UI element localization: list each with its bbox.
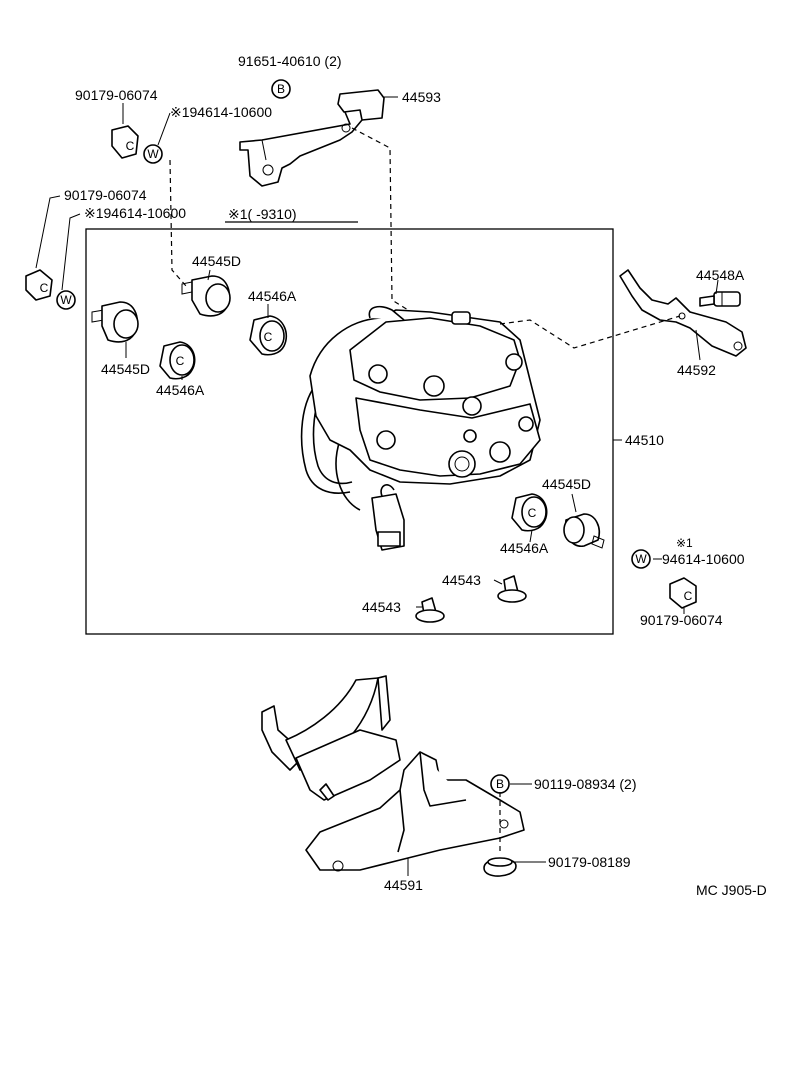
bolt-symbol-90119: B — [490, 774, 510, 794]
label-90179-06074-top: 90179-06074 — [75, 87, 158, 103]
bolt-symbol-91651: B — [271, 79, 291, 99]
label-44548A: 44548A — [696, 267, 745, 283]
bolt-44548A — [699, 291, 741, 307]
label-44510: 44510 — [625, 432, 664, 448]
stud-44543-upper — [497, 575, 527, 603]
nut-90179-top: C — [111, 125, 139, 159]
cushion-44546A-left: C — [159, 341, 196, 380]
mount-44545D-left — [91, 301, 139, 343]
bolt-letter: B — [277, 82, 285, 96]
nut-symbol: C — [684, 589, 693, 603]
label-44543-upper: 44543 — [442, 572, 481, 588]
label-44545D-upper: 44545D — [192, 253, 241, 269]
assembly-frame — [85, 228, 614, 635]
mount-44545D-right — [563, 513, 605, 549]
dashed-lines — [169, 127, 681, 852]
nut-symbol: C — [264, 330, 273, 344]
label-44546A-upper: 44546A — [248, 288, 297, 304]
label-44546A-right: 44546A — [500, 540, 549, 556]
label-194614-10600-top: ※194614-10600 — [170, 104, 272, 120]
actuator-44510 — [300, 305, 541, 551]
label-44543-lower: 44543 — [362, 599, 401, 615]
grommet-90179-08189 — [483, 857, 517, 877]
washer-94614-right: W — [631, 549, 651, 569]
bracket-44591 — [261, 675, 525, 872]
label-91651-40610: 91651-40610 (2) — [238, 53, 342, 69]
label-44593: 44593 — [402, 89, 441, 105]
label-194614-10600-left: ※194614-10600 — [84, 205, 186, 221]
nut-symbol: C — [176, 354, 185, 368]
nut-90179-right: C — [669, 577, 697, 609]
washer-symbol: W — [635, 552, 647, 566]
doc-code: MC J905-D — [696, 882, 767, 898]
label-44591: 44591 — [384, 877, 423, 893]
nut-symbol: C — [126, 139, 135, 153]
label-90179-08189: 90179-08189 — [548, 854, 631, 870]
cushion-44546A-right: C — [511, 493, 548, 532]
washer-symbol: W — [60, 293, 72, 307]
label-90119-08934: 90119-08934 (2) — [534, 776, 636, 792]
nut-90179-left: C — [25, 269, 53, 301]
label-44545D-left: 44545D — [101, 361, 150, 377]
washer-194614-top: W — [143, 144, 163, 164]
stud-44543-lower — [415, 597, 445, 623]
label-94614-10600: 94614-10600 — [662, 551, 745, 567]
bracket-44593 — [239, 89, 385, 187]
label-44592: 44592 — [677, 362, 716, 378]
leader-lines — [35, 96, 719, 876]
cushion-44546A-upper: C — [249, 315, 288, 356]
label-44545D-right: 44545D — [542, 476, 591, 492]
label-note1: ※1( -9310) — [228, 206, 297, 222]
washer-symbol: W — [147, 147, 159, 161]
label-90179-06074-left: 90179-06074 — [64, 187, 147, 203]
bolt-letter: B — [496, 777, 504, 791]
label-44546A-left: 44546A — [156, 382, 205, 398]
nut-symbol: C — [40, 281, 49, 295]
label-note1-right: ※1 — [676, 536, 693, 550]
nut-symbol: C — [528, 506, 537, 520]
label-90179-06074-right: 90179-06074 — [640, 612, 723, 628]
washer-194614-left: W — [56, 290, 76, 310]
mount-44545D-upper — [181, 275, 231, 317]
